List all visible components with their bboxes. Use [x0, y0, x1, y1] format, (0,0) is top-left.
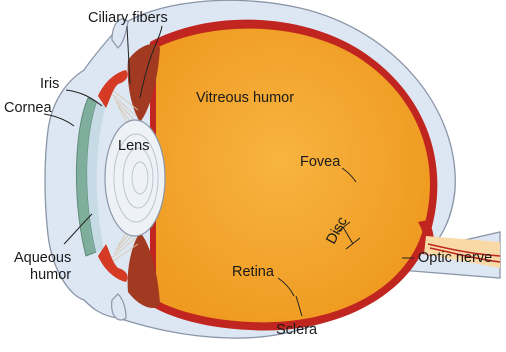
label-vitreous-humor: Vitreous humor	[196, 90, 294, 106]
label-ciliary-fibers: Ciliary fibers	[88, 10, 168, 26]
label-fovea: Fovea	[300, 154, 341, 170]
label-aqueous-humor-line2: humor	[30, 267, 71, 283]
label-iris: Iris	[40, 76, 59, 92]
label-lens: Lens	[118, 138, 149, 154]
label-cornea: Cornea	[4, 100, 52, 116]
label-retina: Retina	[232, 264, 275, 280]
label-aqueous-humor-line1: Aqueous	[14, 250, 71, 266]
label-sclera: Sclera	[276, 322, 318, 338]
label-optic-nerve: Optic nerve	[418, 250, 492, 266]
